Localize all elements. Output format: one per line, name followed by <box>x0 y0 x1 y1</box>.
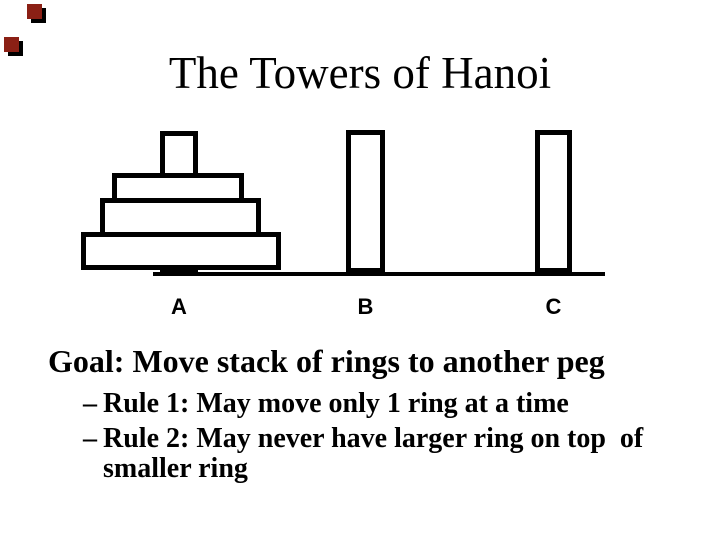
ring-small <box>112 173 244 203</box>
peg-b <box>346 130 385 273</box>
page-title: The Towers of Hanoi <box>168 48 552 98</box>
ring-medium <box>100 198 261 237</box>
rule-2-text: Rule 2: May never have larger ring on to… <box>103 423 644 484</box>
rule-1-text: Rule 1: May move only 1 ring at a time <box>103 388 569 419</box>
rule-item-2: – Rule 2: May never have larger ring on … <box>83 424 683 484</box>
rules-list: – Rule 1: May move only 1 ring at a time… <box>83 389 683 489</box>
base-line <box>153 272 605 276</box>
peg-label-c: C <box>545 294 562 319</box>
dash-bullet-icon: – <box>83 388 97 419</box>
peg-c <box>535 130 572 273</box>
peg-label-b: B <box>357 294 374 319</box>
ring-large <box>81 232 281 270</box>
decor-square-icon <box>27 4 42 19</box>
peg-label-a: A <box>171 294 187 319</box>
rule-item-1: – Rule 1: May move only 1 ring at a time <box>83 389 683 419</box>
decor-square-icon <box>4 37 19 52</box>
goal-text: Goal: Move stack of rings to another peg <box>48 343 605 379</box>
dash-bullet-icon: – <box>83 423 97 454</box>
